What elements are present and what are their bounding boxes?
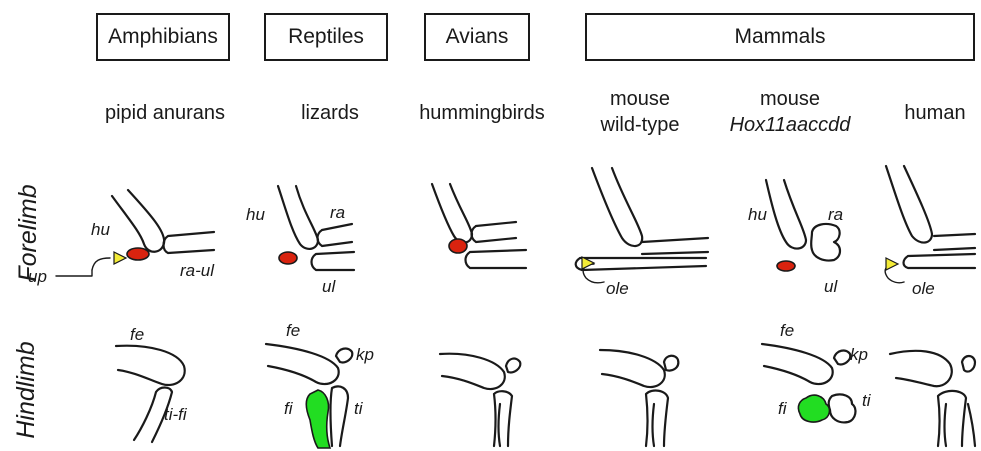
forelimb-avians (432, 184, 526, 268)
label-hu-amphibian: hu (91, 220, 110, 239)
sesamoid-reptile (279, 252, 297, 264)
forelimb-mouse-hox (766, 180, 840, 271)
label-fi-reptile: fi (284, 399, 294, 418)
label-ra-mouse-hox: ra (828, 205, 843, 224)
label-hu-reptile: hu (246, 205, 265, 224)
label-ul-reptile: ul (322, 277, 336, 296)
sesamoid-mouse-hox (777, 261, 795, 271)
label-fe-mouse-hox: fe (780, 321, 794, 340)
forelimb-mouse-wild-type (576, 168, 708, 283)
hindlimb-human (890, 351, 975, 446)
label-ole-human: ole (912, 279, 935, 298)
fibula-reptile (306, 390, 330, 448)
label-up: up (28, 267, 47, 286)
label-ole-mouse: ole (606, 279, 629, 298)
label-ti-mouse-hox: ti (862, 391, 872, 410)
sesamoid-avian (449, 239, 467, 253)
label-ra-ul: ra-ul (180, 261, 215, 280)
label-ti-reptile: ti (354, 399, 364, 418)
label-hu-mouse-hox: hu (748, 205, 767, 224)
label-ra-reptile: ra (330, 203, 345, 222)
hindlimb-mouse-hox (762, 344, 855, 422)
hindlimb-reptiles (266, 344, 352, 448)
label-fe-amphibian: fe (130, 325, 144, 344)
label-kp-reptile: kp (356, 345, 374, 364)
label-kp-mouse-hox: kp (850, 345, 868, 364)
hindlimb-mouse-wild-type (600, 350, 678, 446)
hindlimb-avians (440, 354, 520, 446)
fibula-mouse-hox (798, 395, 829, 422)
forelimb-human (885, 166, 975, 283)
label-fi-mouse-hox: fi (778, 399, 788, 418)
label-fe-reptile: fe (286, 321, 300, 340)
label-ti-fi: ti-fi (164, 405, 188, 424)
sesamoid-amphibian (127, 248, 149, 260)
hindlimb-amphibians (116, 346, 185, 442)
label-ul-mouse-hox: ul (824, 277, 838, 296)
forelimb-reptiles (278, 186, 354, 270)
